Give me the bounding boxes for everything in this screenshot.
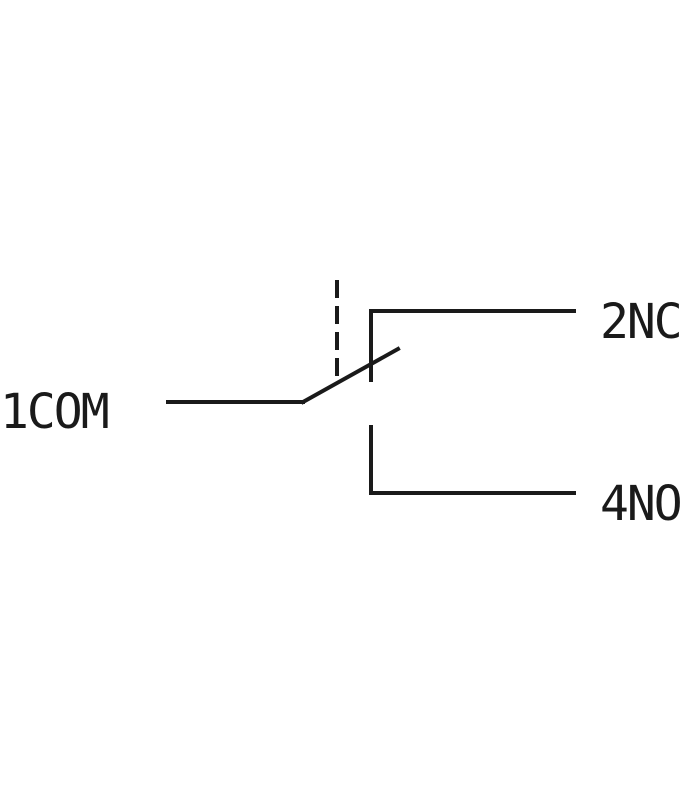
label-2nc: 2NC bbox=[600, 294, 681, 350]
no-contact-wire bbox=[369, 425, 576, 495]
label-1com: 1COM bbox=[0, 384, 108, 440]
switch-blade bbox=[300, 346, 401, 405]
nc-contact-wire bbox=[369, 309, 576, 382]
label-4no: 4NO bbox=[600, 476, 681, 532]
